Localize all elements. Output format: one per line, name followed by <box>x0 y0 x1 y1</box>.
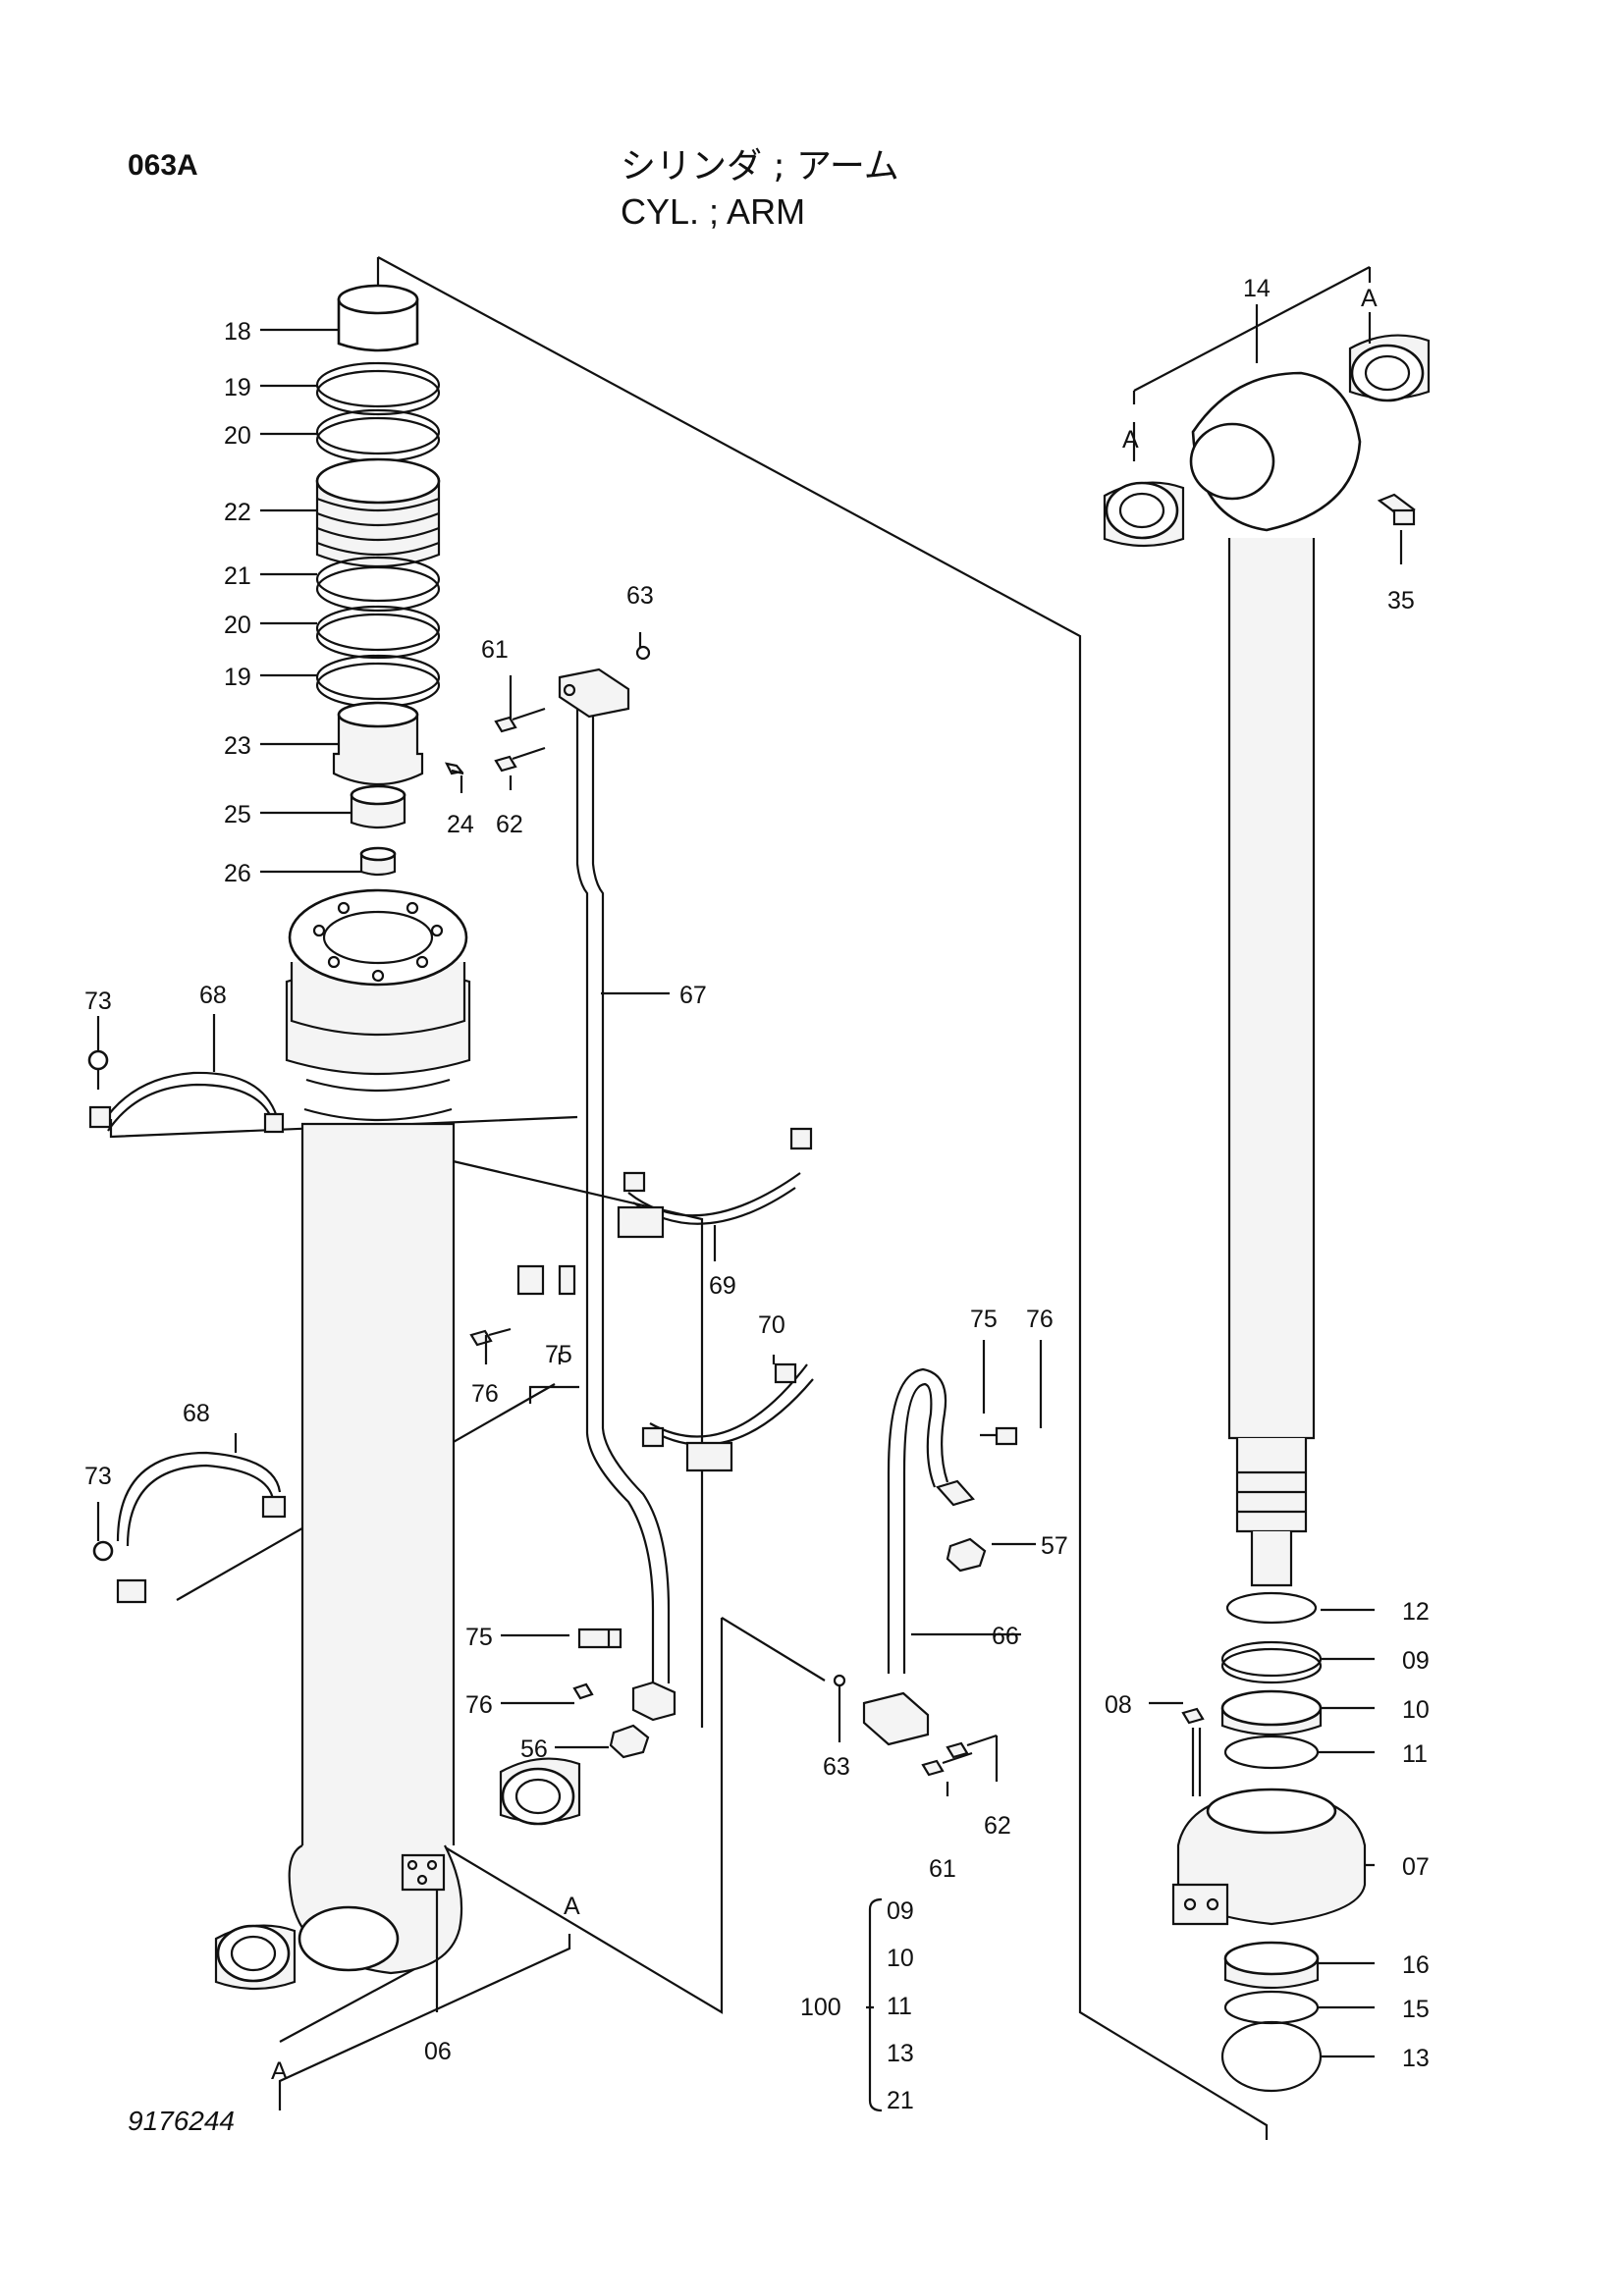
reference-mark-a: A <box>1361 285 1378 312</box>
callout-26: 26 <box>224 860 251 887</box>
piston-stack <box>1171 1591 1367 2093</box>
callout-63: 63 <box>626 582 654 610</box>
callout-61: 61 <box>481 636 509 664</box>
clamp-bands <box>87 1049 814 1604</box>
kit-number: 100 <box>800 1994 841 2021</box>
callout-23: 23 <box>224 732 251 760</box>
callout-66: 66 <box>992 1623 1019 1650</box>
callout-62: 62 <box>496 811 523 838</box>
callout-68: 68 <box>199 982 227 1009</box>
page-code: 063A <box>128 149 198 182</box>
kit-item: 11 <box>887 1993 912 2020</box>
callout-70: 70 <box>758 1311 785 1339</box>
callout-18: 18 <box>224 318 251 346</box>
callout-12: 12 <box>1402 1598 1430 1626</box>
callout-20: 20 <box>224 612 251 639</box>
leader-lines <box>96 304 1403 2112</box>
callout-69: 69 <box>709 1272 736 1300</box>
callout-numbers: 18 19 20 22 21 20 19 23 24 25 26 61 62 6… <box>84 275 1430 2072</box>
callout-15: 15 <box>1402 1996 1430 2023</box>
reference-mark-a: A <box>564 1893 580 1920</box>
callout-22: 22 <box>224 499 251 526</box>
callout-11: 11 <box>1402 1740 1428 1768</box>
callout-75: 75 <box>545 1341 572 1368</box>
callout-06: 06 <box>424 2038 452 2065</box>
kit-item: 13 <box>887 2040 914 2067</box>
callout-25: 25 <box>224 801 251 828</box>
callout-73: 73 <box>84 1463 112 1490</box>
callout-56: 56 <box>520 1735 548 1763</box>
callout-68: 68 <box>183 1400 210 1427</box>
kit-item: 21 <box>887 2087 914 2114</box>
callout-57: 57 <box>1041 1532 1068 1560</box>
callout-07: 07 <box>1402 1853 1430 1881</box>
reference-marks: A A A A <box>271 285 1378 2085</box>
kit-item: 10 <box>887 1945 914 1972</box>
callout-35: 35 <box>1387 587 1415 614</box>
callout-61: 61 <box>929 1855 956 1883</box>
callout-63: 63 <box>823 1753 850 1781</box>
callout-20: 20 <box>224 422 251 450</box>
small-hardware <box>469 707 1018 1777</box>
callout-16: 16 <box>1402 1951 1430 1979</box>
callout-19: 19 <box>224 664 251 691</box>
callout-09: 09 <box>1402 1647 1430 1675</box>
cylinder-base-eye <box>214 1757 581 1991</box>
reference-mark-a: A <box>271 2057 288 2085</box>
callout-21: 21 <box>224 562 251 590</box>
cylinder-barrel <box>285 888 471 1845</box>
callout-73: 73 <box>84 988 112 1015</box>
drawing-number: 9176244 <box>128 2106 236 2136</box>
reference-mark-a: A <box>1122 426 1139 454</box>
kit-list: 100 09 10 11 13 21 <box>800 1897 914 2114</box>
callout-62: 62 <box>984 1812 1011 1840</box>
callout-76: 76 <box>465 1691 493 1719</box>
callout-10: 10 <box>1402 1696 1430 1724</box>
callout-75: 75 <box>465 1624 493 1651</box>
gland-stack <box>315 257 464 877</box>
callout-76: 76 <box>471 1380 499 1408</box>
callout-08: 08 <box>1105 1691 1132 1719</box>
callout-19: 19 <box>224 374 251 401</box>
kit-item: 09 <box>887 1897 914 1925</box>
callout-67: 67 <box>679 982 707 1009</box>
callout-14: 14 <box>1243 275 1271 302</box>
title-japanese: シリンダ ; アーム <box>621 146 899 187</box>
callout-75: 75 <box>970 1306 998 1333</box>
callout-76: 76 <box>1026 1306 1054 1333</box>
piston-rod <box>1103 266 1431 1587</box>
callout-13: 13 <box>1402 2045 1430 2072</box>
title-english: CYL. ; ARM <box>621 191 806 232</box>
hydraulic-pipes <box>558 645 975 1746</box>
callout-24: 24 <box>447 811 474 838</box>
assembly-guide-lines <box>109 256 1269 2140</box>
